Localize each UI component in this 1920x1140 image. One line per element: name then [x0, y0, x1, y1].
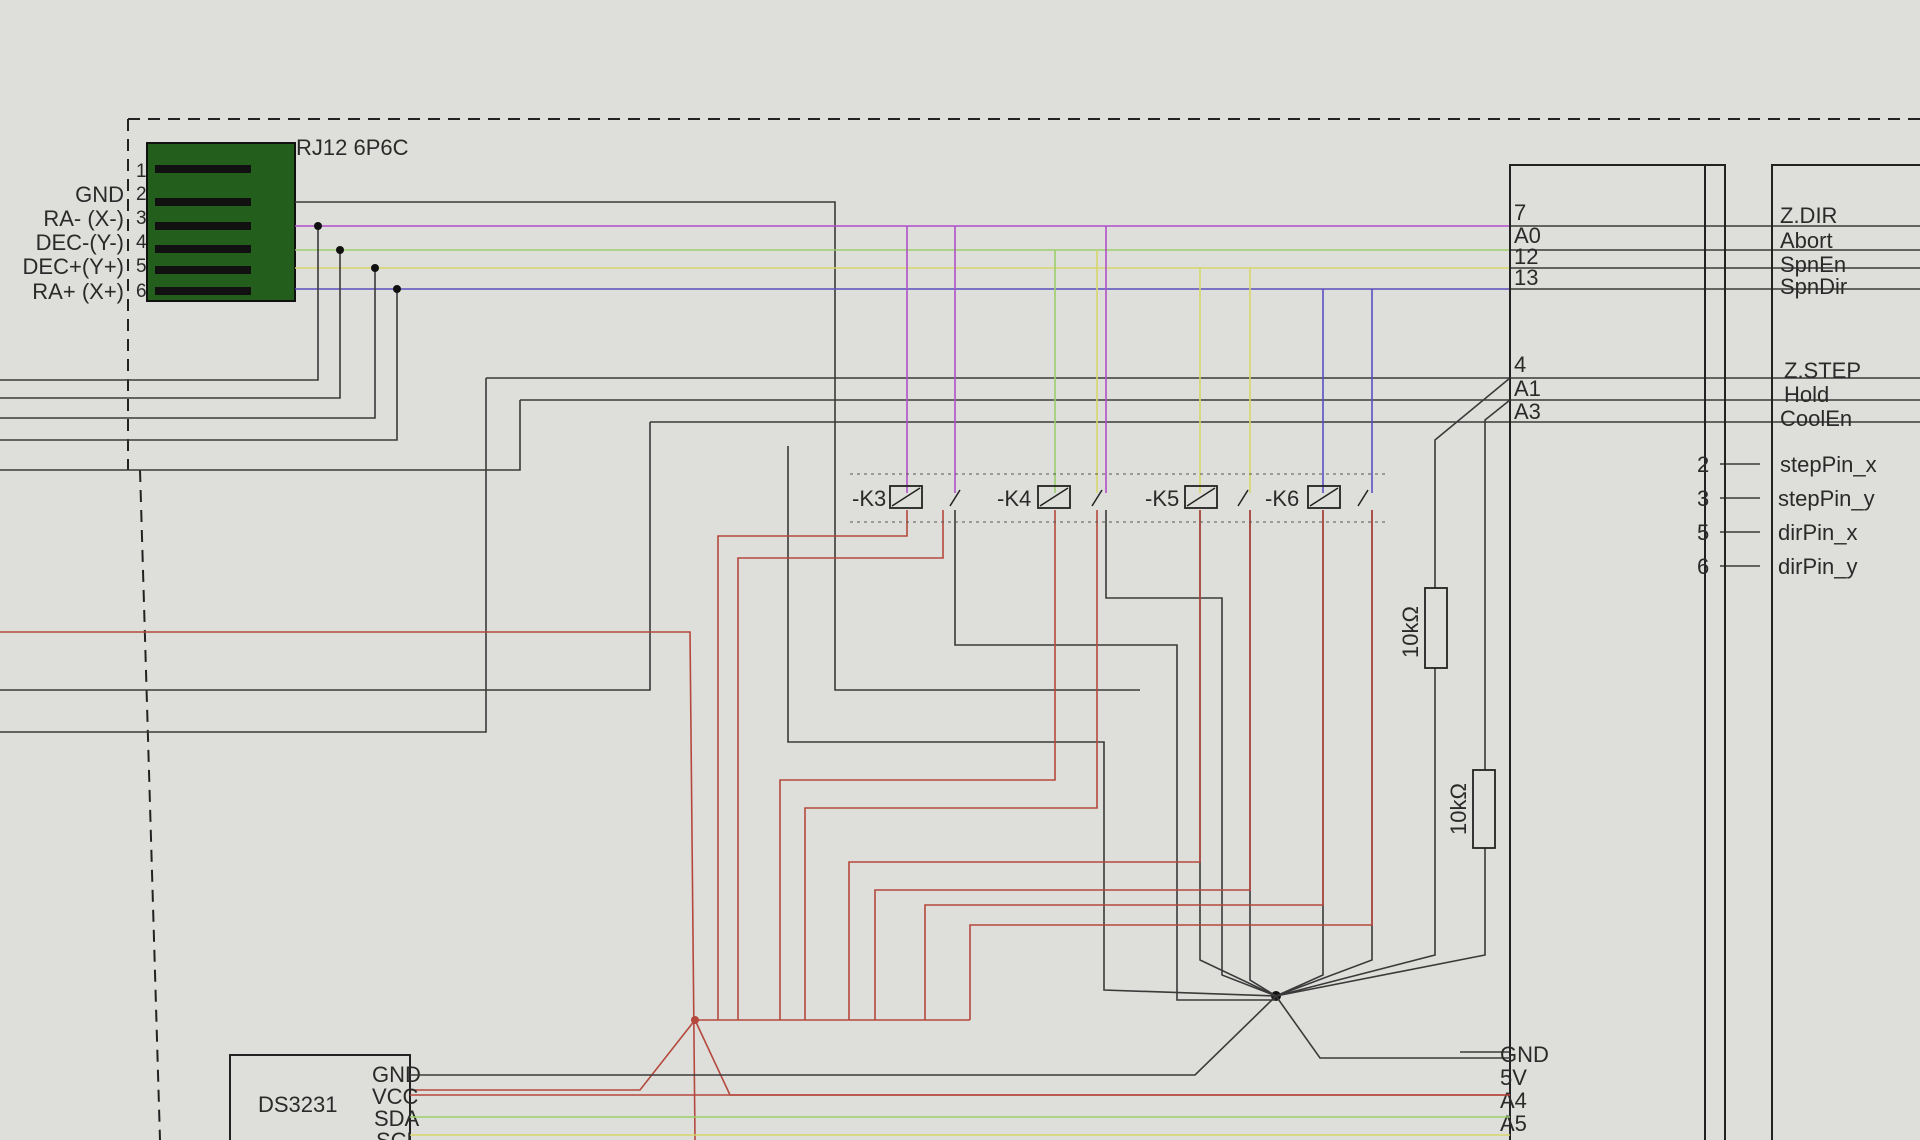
- mcu-pin-label: A5: [1500, 1111, 1527, 1136]
- relay-wiring: [410, 226, 1511, 1096]
- relay-label: -K6: [1265, 486, 1299, 511]
- signal-label: CoolEn: [1780, 406, 1852, 431]
- resistor-2[interactable]: 10kΩ: [1446, 769, 1496, 849]
- resistor-1[interactable]: 10kΩ: [1398, 587, 1448, 669]
- step-dir-signal: dirPin_y: [1778, 554, 1857, 579]
- connector-pin-number: 1: [136, 161, 147, 182]
- relay-label: -K5: [1145, 486, 1179, 511]
- relay-k6[interactable]: -K6: [1265, 485, 1369, 511]
- connector-wires: [0, 201, 1510, 1140]
- step-dir-pin-number: 3: [1697, 486, 1709, 511]
- rtc-pin-label: SCL: [376, 1128, 419, 1140]
- mcu-pin-label: A3: [1514, 399, 1541, 424]
- rj12-connector[interactable]: RJ12 6P6C 1 2 3 4 5 6 GND RA- (X-) DEC-(…: [23, 135, 409, 304]
- resistor-label: 10kΩ: [1446, 783, 1471, 835]
- connector-pin-label: RA- (X-): [43, 206, 124, 231]
- mcu-pin-label: A4: [1500, 1088, 1527, 1113]
- signal-label: SpnEn: [1780, 252, 1846, 277]
- step-dir-signal: stepPin_y: [1778, 486, 1875, 511]
- step-dir-pin-number: 2: [1697, 452, 1709, 477]
- step-dir-signal: dirPin_x: [1778, 520, 1857, 545]
- rtc-module[interactable]: DS3231 GND VCC SDA SCL: [229, 1054, 421, 1140]
- mcu-pin-label: 5V: [1500, 1065, 1527, 1090]
- connector-title: RJ12 6P6C: [296, 135, 409, 160]
- mcu-block[interactable]: [1509, 164, 1920, 1140]
- mcu-pin-label: 4: [1514, 352, 1526, 377]
- signal-label: SpnDir: [1780, 274, 1847, 299]
- mcu-signal-lines: [486, 225, 1920, 1053]
- mcu-pin-labels: 7 A0 12 13 4 A1 A3 GND 5V A4 A5: [1500, 200, 1549, 1136]
- sheet-frame: [127, 118, 1920, 1140]
- signal-labels: Z.DIR Abort SpnEn SpnDir Z.STEP Hold Coo…: [1697, 203, 1877, 579]
- connector-pin-number: 6: [136, 281, 147, 302]
- mcu-pin-label: A0: [1514, 223, 1541, 248]
- rtc-pin-label: SDA: [374, 1106, 420, 1131]
- mcu-pin-label: GND: [1500, 1042, 1549, 1067]
- connector-pin-label: RA+ (X+): [32, 279, 124, 304]
- relay-k3[interactable]: -K3: [852, 485, 961, 511]
- step-dir-pin-number: 5: [1697, 520, 1709, 545]
- mcu-pin-label: 7: [1514, 200, 1526, 225]
- connector-pin-number: 4: [136, 232, 147, 253]
- step-dir-signal: stepPin_x: [1780, 452, 1877, 477]
- mcu-pin-label: 12: [1514, 244, 1538, 269]
- connector-pin-label: DEC+(Y+): [23, 254, 124, 279]
- relay-label: -K4: [997, 486, 1031, 511]
- relay-bank-frame: [850, 473, 1385, 523]
- signal-label: Abort: [1780, 228, 1833, 253]
- step-dir-pin-number: 6: [1697, 554, 1709, 579]
- signal-label: Z.DIR: [1780, 203, 1837, 228]
- rtc-wires: [410, 995, 1510, 1136]
- connector-pin-number: 2: [136, 184, 147, 205]
- mcu-pin-label: A1: [1514, 376, 1541, 401]
- connector-pin-label: DEC-(Y-): [36, 230, 124, 255]
- signal-label: Z.STEP: [1784, 358, 1861, 383]
- connector-pin-label: GND: [75, 182, 124, 207]
- relay-label: -K3: [852, 486, 886, 511]
- junction-dots: [314, 222, 1281, 1024]
- rtc-name: DS3231: [258, 1092, 338, 1117]
- signal-label: Hold: [1784, 382, 1829, 407]
- resistor-label: 10kΩ: [1398, 606, 1423, 658]
- relay-k5[interactable]: -K5: [1145, 485, 1249, 511]
- connector-pin-number: 5: [136, 256, 147, 277]
- relay-k4[interactable]: -K4: [997, 485, 1103, 511]
- mcu-pin-label: 13: [1514, 265, 1538, 290]
- connector-pin-number: 3: [136, 208, 147, 229]
- rtc-pin-label: VCC: [372, 1084, 419, 1109]
